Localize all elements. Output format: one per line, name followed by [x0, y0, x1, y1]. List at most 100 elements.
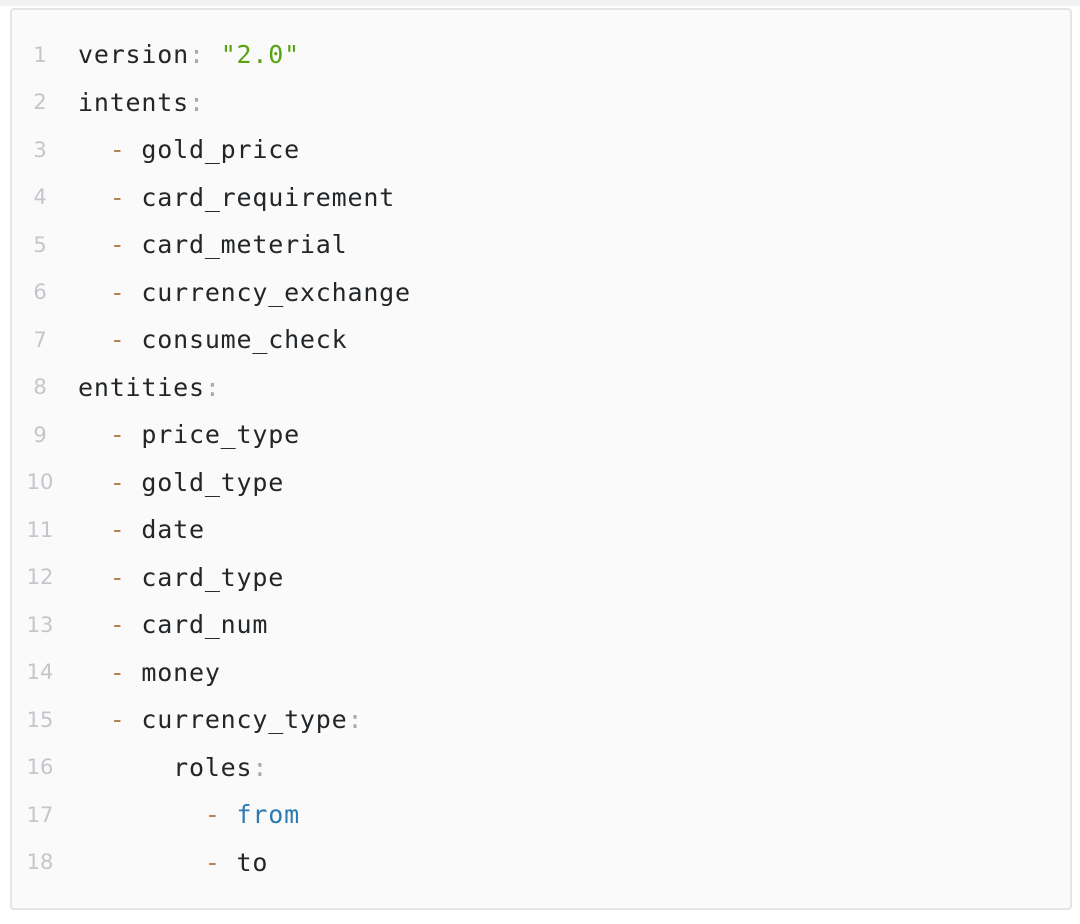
code-token-plain [78, 610, 110, 639]
code-text: - price_type [68, 420, 300, 449]
line-number: 8 [33, 375, 47, 400]
code-token-punct: : [188, 40, 205, 70]
line-number: 13 [26, 612, 54, 637]
code-token-string: "2.0" [220, 40, 300, 70]
code-text: - gold_price [68, 135, 300, 164]
code-line: 16 roles: [12, 744, 1070, 792]
code-text: entities: [68, 373, 221, 402]
code-line: 11 - date [12, 506, 1070, 554]
code-text: - card_num [68, 610, 268, 639]
code-token-plain: consume_check [125, 325, 348, 355]
line-number: 12 [26, 565, 54, 590]
code-line: 2 intents: [12, 79, 1070, 127]
code-token-plain [78, 230, 110, 259]
code-text: - card_requirement [68, 183, 395, 212]
code-line: 12 - card_type [12, 554, 1070, 602]
code-token-plain [78, 325, 110, 354]
code-token-keyword: from [236, 800, 300, 830]
code-text: - currency_exchange [68, 278, 411, 307]
code-token-plain: gold_type [125, 467, 285, 497]
line-number: 4 [33, 185, 47, 210]
code-token-punct: : [252, 752, 269, 782]
code-token-dash: - [204, 800, 221, 830]
code-token-plain [78, 515, 110, 544]
page-top-edge [0, 0, 1080, 6]
code-token-dash: - [109, 705, 126, 735]
code-text: - consume_check [68, 325, 347, 354]
code-text: - currency_type: [68, 705, 363, 734]
code-token-dash: - [109, 515, 126, 545]
code-token-plain: money [125, 657, 221, 687]
line-number: 14 [26, 660, 54, 685]
code-line: 17 - from [12, 791, 1070, 839]
code-token-dash: - [109, 230, 126, 260]
code-token-plain: intents [78, 87, 189, 117]
code-line: 6 - currency_exchange [12, 269, 1070, 317]
code-token-plain [78, 848, 205, 877]
code-token-dash: - [109, 277, 126, 307]
code-token-dash: - [109, 657, 126, 687]
code-token-plain: currency_type [125, 705, 348, 735]
code-line: 5 - card_meterial [12, 221, 1070, 269]
line-number: 3 [33, 137, 47, 162]
code-token-plain [78, 705, 110, 734]
code-token-plain: card_num [125, 610, 269, 640]
code-token-plain [221, 800, 237, 829]
code-line: 15 - currency_type: [12, 696, 1070, 744]
code-token-dash: - [109, 467, 126, 497]
code-token-plain [78, 135, 110, 164]
code-token-plain [78, 183, 110, 212]
code-token-plain [78, 278, 110, 307]
code-token-punct: : [347, 705, 364, 735]
code-token-dash: - [204, 847, 221, 877]
code-text: - date [68, 515, 205, 544]
code-text: - card_type [68, 563, 284, 592]
code-line: 18 - to [12, 839, 1070, 887]
line-number: 15 [26, 707, 54, 732]
code-token-dash: - [109, 610, 126, 640]
line-number: 2 [33, 90, 47, 115]
code-text: - money [68, 658, 221, 687]
code-line: 10 - gold_type [12, 459, 1070, 507]
line-number: 16 [26, 755, 54, 780]
code-text: intents: [68, 88, 205, 117]
line-number: 6 [33, 280, 47, 305]
code-text: - card_meterial [68, 230, 347, 259]
code-token-plain: date [125, 515, 205, 545]
code-line: 8 entities: [12, 364, 1070, 412]
code-token-plain: card_meterial [125, 230, 348, 260]
line-number: 11 [26, 517, 54, 542]
code-text: - from [68, 800, 300, 829]
code-token-dash: - [109, 182, 126, 212]
line-number: 17 [26, 802, 54, 827]
code-token-plain [78, 800, 205, 829]
code-token-plain: card_requirement [125, 182, 396, 212]
code-token-punct: : [188, 87, 205, 117]
code-token-plain: card_type [125, 562, 285, 592]
code-line: 9 - price_type [12, 411, 1070, 459]
code-token-dash: - [109, 135, 126, 165]
code-token-dash: - [109, 420, 126, 450]
code-token-plain: roles [78, 752, 253, 782]
code-token-dash: - [109, 562, 126, 592]
line-number: 1 [33, 42, 47, 67]
code-token-plain [78, 468, 110, 497]
code-text: - to [68, 848, 268, 877]
line-number: 5 [33, 232, 47, 257]
code-token-plain: price_type [125, 420, 300, 450]
code-token-punct: : [204, 372, 221, 402]
code-token-plain [78, 563, 110, 592]
code-line: 7 - consume_check [12, 316, 1070, 364]
line-number: 9 [33, 422, 47, 447]
code-text: roles: [68, 753, 268, 782]
code-token-plain: to [220, 847, 269, 877]
code-token-plain [78, 420, 110, 449]
code-token-plain [78, 658, 110, 687]
code-text: - gold_type [68, 468, 284, 497]
code-token-plain: gold_price [125, 135, 300, 165]
code-line: 4 - card_requirement [12, 174, 1070, 222]
code-token-plain: entities [78, 372, 205, 402]
